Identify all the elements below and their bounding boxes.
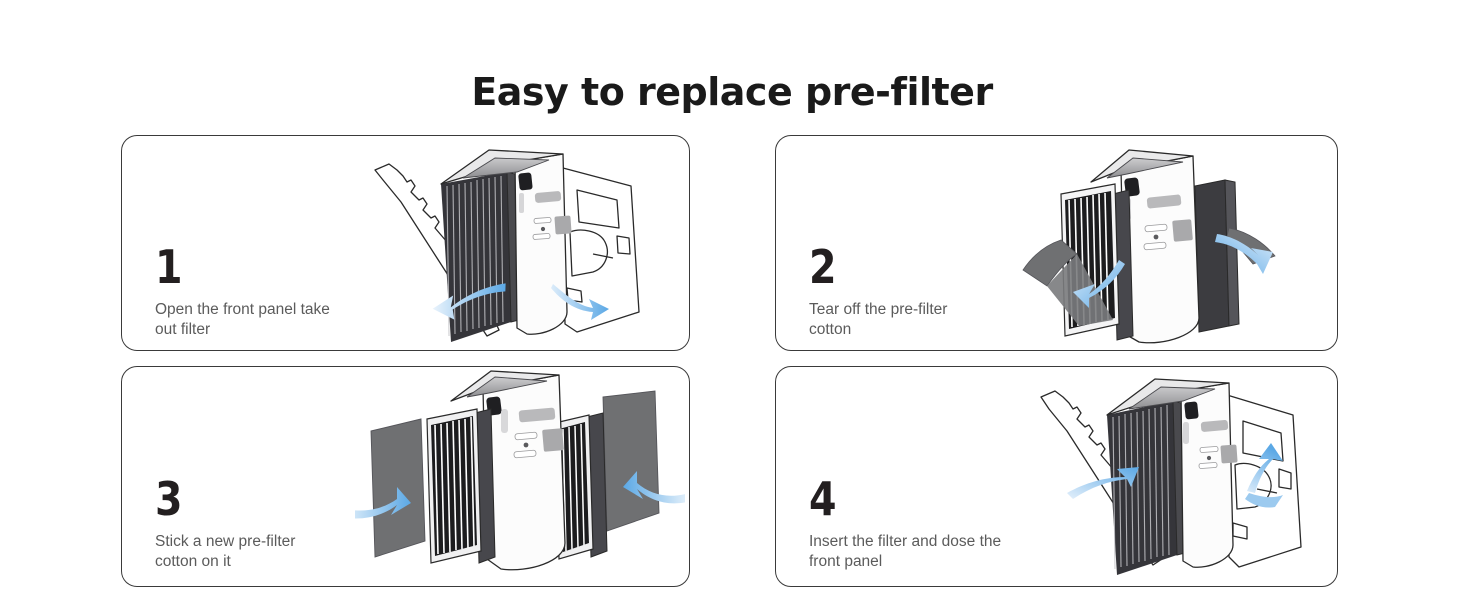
control-indicator-dot <box>540 226 546 232</box>
step-3-number: 3 <box>155 472 183 526</box>
step-2-description: Tear off the pre-filter cotton <box>809 301 948 338</box>
display-bar <box>1200 420 1229 432</box>
control-button-bottom <box>532 233 551 240</box>
control-button-bottom <box>1198 462 1218 469</box>
step-1-number: 1 <box>155 240 183 294</box>
side-vent <box>518 172 533 191</box>
arrow-right-peel <box>1215 234 1273 274</box>
arrow-left-peel <box>1073 260 1125 308</box>
control-square-panel <box>1220 444 1238 464</box>
control-button-bottom <box>1143 241 1167 251</box>
filter-grille-dark <box>441 172 511 342</box>
filter-grille-dark <box>1107 401 1177 575</box>
control-button-top <box>1199 446 1219 453</box>
step-2-text-block: 2 Tear off the pre-filter cotton <box>809 244 947 340</box>
step-4-description: Insert the filter and dose the front pan… <box>809 533 1002 570</box>
step-3-illustration <box>355 367 685 586</box>
grille-slats <box>1112 404 1170 570</box>
arrow-right-insert-cotton <box>623 471 685 504</box>
step-4-text-block: 4 Insert the filter and dose the front p… <box>809 476 1001 572</box>
hepa-pleats-left <box>434 416 475 555</box>
page-title: Easy to replace pre-filter <box>471 70 993 114</box>
front-cover-right-linework <box>1226 394 1302 568</box>
arrow-left-insert-cotton <box>355 487 411 519</box>
top-panel-inset <box>1106 157 1184 179</box>
step-3-text-block: 3 Stick a new pre-filter cotton on it <box>155 476 295 572</box>
control-button-top <box>533 217 552 224</box>
top-panel-inset <box>1128 386 1216 410</box>
step-card-4: 4 Insert the filter and dose the front p… <box>775 366 1338 587</box>
control-button-bottom <box>513 449 537 459</box>
control-indicator-dot <box>523 442 529 448</box>
grille-slats <box>446 175 504 337</box>
step-2-illustration <box>1017 136 1317 350</box>
step-1-illustration <box>367 136 687 350</box>
step-1-text-block: 1 Open the front panel take out filter <box>155 244 330 340</box>
step-4-number: 4 <box>809 472 837 526</box>
purifier-body-group <box>1106 378 1238 575</box>
arrow-right-close-cover <box>1245 443 1283 508</box>
display-bar <box>1146 194 1182 209</box>
purifier-body-group <box>450 370 566 571</box>
step-card-2: 2 Tear off the pre-filter cotton <box>775 135 1338 351</box>
control-square-panel <box>554 215 572 235</box>
left-cotton-sheet <box>370 418 426 558</box>
right-filter-assembly <box>1194 179 1240 333</box>
light-strip <box>1183 422 1189 444</box>
control-button-top <box>514 431 538 441</box>
control-indicator-dot <box>1206 455 1212 461</box>
light-strip <box>519 193 524 213</box>
top-panel-inset <box>462 157 550 179</box>
side-vent <box>1184 401 1199 420</box>
purifier-body-group <box>1090 149 1200 344</box>
control-button-top <box>1144 223 1168 233</box>
arrow-left-insert-filter <box>1067 467 1139 499</box>
step-card-1: 1 Open the front panel take out filter <box>121 135 690 351</box>
control-square-panel <box>1172 219 1193 242</box>
arrow-right-open-cover <box>551 284 609 320</box>
top-panel-inset <box>466 376 548 398</box>
control-indicator-dot <box>1153 234 1159 240</box>
left-filter-assembly <box>426 408 496 564</box>
step-2-number: 2 <box>809 240 837 294</box>
step-4-illustration <box>1021 367 1331 586</box>
top-panel <box>1090 149 1194 183</box>
control-square-panel <box>542 428 564 452</box>
display-bar <box>518 407 556 423</box>
light-strip <box>501 409 508 433</box>
hepa-pleats-right <box>562 423 585 552</box>
right-cotton-sheet <box>602 390 660 532</box>
purifier-body-group <box>440 149 572 342</box>
step-1-description: Open the front panel take out filter <box>155 301 330 338</box>
display-bar <box>534 191 562 203</box>
step-3-description: Stick a new pre-filter cotton on it <box>155 533 296 570</box>
arrow-left-open-panel <box>432 283 506 320</box>
step-card-3: 3 Stick a new pre-filter cotton on it <box>121 366 690 587</box>
